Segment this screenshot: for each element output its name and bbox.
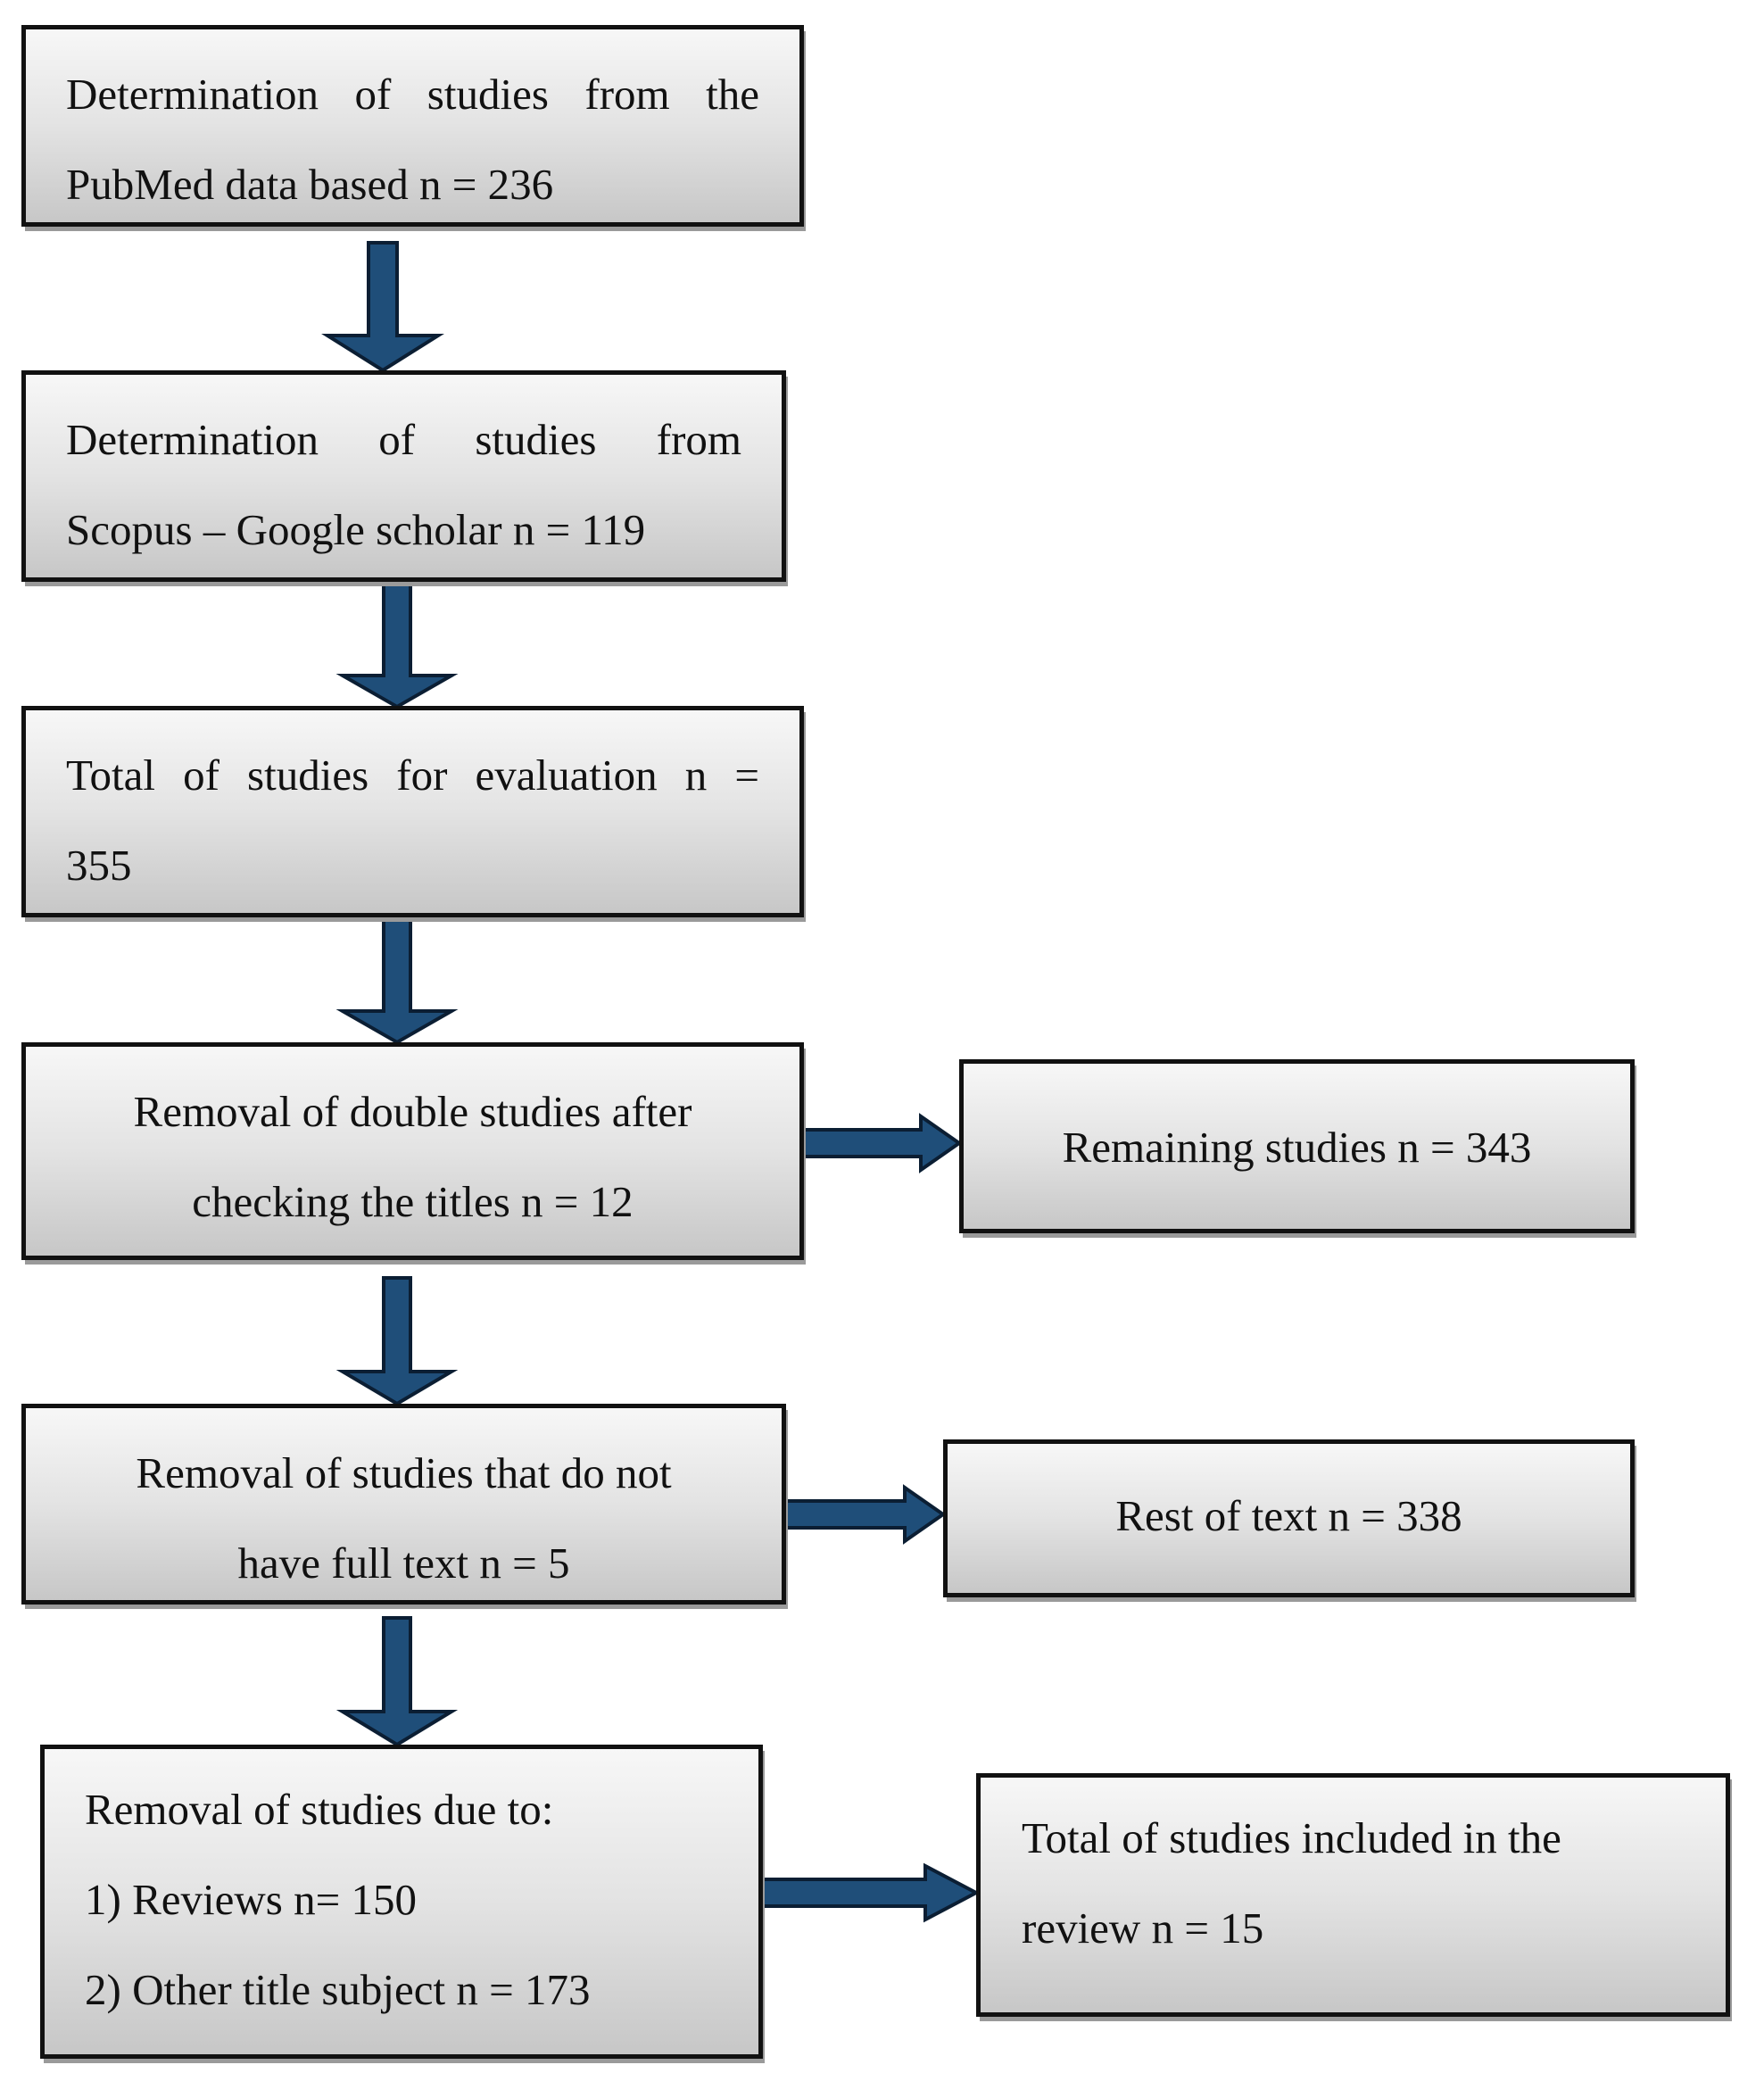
down-arrow-3 [335, 916, 459, 1045]
box-remove-duplicates: Removal of double studies after checking… [21, 1042, 804, 1260]
right-arrow-2 [783, 1484, 947, 1545]
box-line: PubMed data based n = 236 [66, 160, 554, 209]
box-line: checking the titles n = 12 [192, 1177, 634, 1226]
box-line: Total of studies for evaluation n = [66, 750, 759, 800]
right-arrow-1 [802, 1113, 963, 1173]
box-line: Total of studies included in the [1022, 1813, 1561, 1862]
box-line: review n = 15 [1022, 1903, 1264, 1953]
box-pubmed-studies: Determination of studies from the PubMed… [21, 25, 804, 227]
box-line: Removal of studies due to: [85, 1785, 554, 1834]
box-line: Scopus – Google scholar n = 119 [66, 505, 646, 554]
down-arrow-2 [335, 580, 459, 709]
box-line: Removal of studies that do not [136, 1448, 672, 1497]
right-arrow-3 [761, 1862, 981, 1923]
box-total-evaluation: Total of studies for evaluation n = 355 [21, 706, 804, 917]
box-line: Removal of double studies after [133, 1087, 692, 1136]
box-total-included: Total of studies included in the review … [976, 1773, 1730, 2017]
box-line: Rest of text n = 338 [1115, 1491, 1462, 1540]
box-line: have full text n = 5 [237, 1538, 570, 1588]
down-arrow-5 [335, 1616, 459, 1747]
box-line: Determination of studies from the [66, 70, 759, 119]
box-remove-reasons: Removal of studies due to: 1) Reviews n=… [40, 1745, 763, 2059]
box-remaining-studies: Remaining studies n = 343 [959, 1059, 1635, 1233]
box-line: 355 [66, 841, 132, 890]
box-scopus-studies: Determination of studies from Scopus – G… [21, 370, 786, 582]
box-line: Remaining studies n = 343 [1062, 1123, 1532, 1172]
box-line: 1) Reviews n= 150 [85, 1875, 417, 1924]
box-remove-no-fulltext: Removal of studies that do not have full… [21, 1404, 786, 1605]
down-arrow-4 [335, 1276, 459, 1406]
down-arrow-1 [321, 241, 444, 373]
box-rest-of-text: Rest of text n = 338 [943, 1439, 1635, 1597]
box-line: 2) Other title subject n = 173 [85, 1965, 591, 2014]
box-line: Determination of studies from [66, 415, 741, 464]
